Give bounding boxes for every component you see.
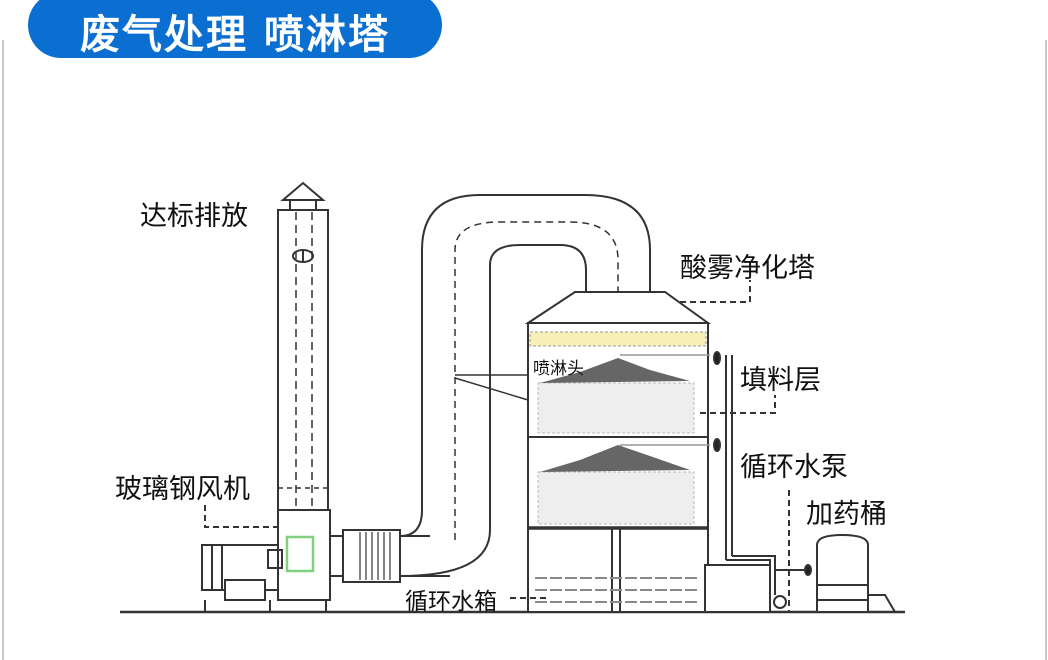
- acid-mist-tower: [524, 291, 712, 613]
- label-dosing: 加药桶: [806, 499, 887, 530]
- label-pump: 循环水泵: [740, 452, 848, 483]
- label-spray: 喷淋头: [533, 359, 584, 379]
- label-tower: 酸雾净化塔: [680, 253, 815, 284]
- label-tank: 循环水箱: [405, 589, 497, 615]
- fiberglass-fan: [201, 509, 331, 612]
- page-title: 废气处理 喷淋塔: [80, 12, 390, 58]
- content-frame: [2, 40, 1047, 660]
- chimney: [277, 181, 329, 511]
- circulation-pump: [704, 351, 812, 613]
- label-discharge: 达标排放: [140, 201, 248, 232]
- title-banner: 废气处理 喷淋塔: [28, 0, 442, 58]
- spray-tower-diagram: [120, 181, 905, 614]
- label-packing: 填料层: [740, 365, 821, 396]
- label-fan: 玻璃钢风机: [115, 474, 250, 505]
- dosing-barrel: [816, 533, 896, 613]
- duct: [330, 194, 651, 583]
